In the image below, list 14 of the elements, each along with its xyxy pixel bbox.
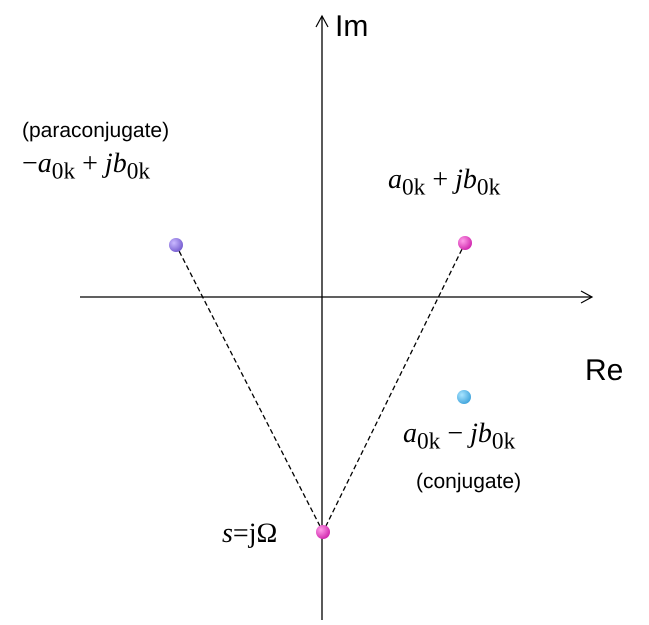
axis-label: Re bbox=[585, 356, 624, 386]
point-marker bbox=[457, 390, 471, 404]
point-note: (paraconjugate) bbox=[22, 120, 170, 141]
point-note: (conjugate) bbox=[416, 471, 522, 492]
point-marker bbox=[458, 236, 472, 250]
point-coordinate: s=jΩ bbox=[222, 520, 278, 548]
point-marker bbox=[316, 525, 330, 539]
point-marker bbox=[169, 238, 183, 252]
axis-label: Im bbox=[335, 12, 368, 42]
dashed-line bbox=[178, 250, 320, 526]
point-coordinate: −a$_{0k}$ + jb$_{0k}$ bbox=[22, 150, 150, 184]
point-coordinate: a$_{0k}$ + jb$_{0k}$ bbox=[388, 166, 500, 200]
point-coordinate: a$_{0k}$ − jb$_{0k}$ bbox=[403, 420, 516, 454]
dashed-line bbox=[326, 249, 462, 526]
